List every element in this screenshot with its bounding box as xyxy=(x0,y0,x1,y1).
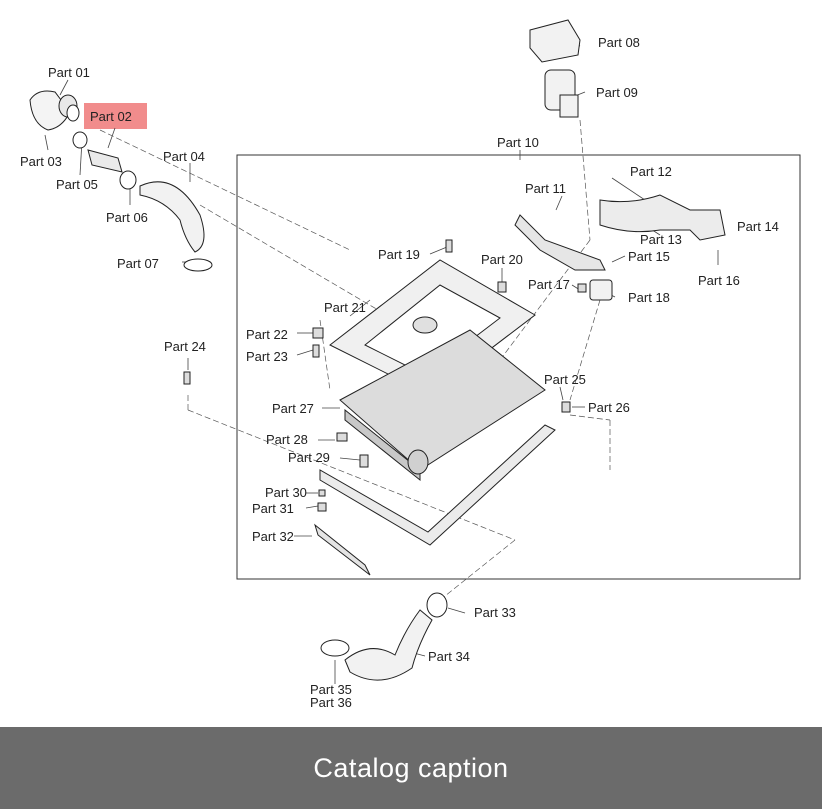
part-label: Part 23 xyxy=(246,349,288,364)
part-label: Part 11 xyxy=(525,181,566,196)
intercooler-assembly xyxy=(314,259,556,576)
valve-group xyxy=(514,19,726,301)
part-label: Part 30 xyxy=(265,485,307,500)
part-label: Part 34 xyxy=(428,649,470,664)
part-label: Part 13 xyxy=(640,232,682,247)
part-label: Part 17 xyxy=(528,277,570,292)
part-label: Part 21 xyxy=(324,300,366,315)
caption-footer: Catalog caption xyxy=(0,727,822,809)
part-label: Part 15 xyxy=(628,249,670,264)
part-label: Part 32 xyxy=(252,529,294,544)
part-label: Part 24 xyxy=(164,339,206,354)
dashed-guide-lines xyxy=(99,119,611,601)
part-label-selected: Part 02 xyxy=(90,109,132,124)
part-label: Part 31 xyxy=(252,501,294,516)
lower-hose-group xyxy=(320,592,448,681)
part-label: Part 33 xyxy=(474,605,516,620)
part-label: Part 07 xyxy=(117,256,159,271)
part-label: Part 16 xyxy=(698,273,740,288)
part-label: Part 05 xyxy=(56,177,98,192)
part-label: Part 14 xyxy=(737,219,779,234)
part-label: Part 19 xyxy=(378,247,420,262)
part-label: Part 29 xyxy=(288,450,330,465)
fastener-group xyxy=(183,239,587,512)
caption-text: Catalog caption xyxy=(313,753,509,783)
selected-part-highlight xyxy=(84,103,147,129)
part-labels: Part 01 Part 02 Part 03 Part 04 Part 05 … xyxy=(20,35,779,710)
part-label: Part 04 xyxy=(163,149,205,164)
part-label: Part 09 xyxy=(596,85,638,100)
part-label: Part 36 xyxy=(310,695,352,710)
part-label: Part 20 xyxy=(481,252,523,267)
part-label: Part 18 xyxy=(628,290,670,305)
part-label: Part 26 xyxy=(588,400,630,415)
part-label: Part 03 xyxy=(20,154,62,169)
part-label: Part 35 xyxy=(310,682,352,697)
part-label: Part 08 xyxy=(598,35,640,50)
part-label: Part 22 xyxy=(246,327,288,342)
assembly-frame xyxy=(236,154,801,580)
part-label: Part 12 xyxy=(630,164,672,179)
part-label: Part 28 xyxy=(266,432,308,447)
part-label: Part 01 xyxy=(48,65,90,80)
part-label: Part 25 xyxy=(544,372,586,387)
exploded-parts-diagram: Part 01 Part 02 Part 03 Part 04 Part 05 … xyxy=(20,19,801,710)
upper-hose-group xyxy=(29,90,213,272)
part-label: Part 27 xyxy=(272,401,314,416)
part-label: Part 06 xyxy=(106,210,148,225)
part-label: Part 10 xyxy=(497,135,539,150)
